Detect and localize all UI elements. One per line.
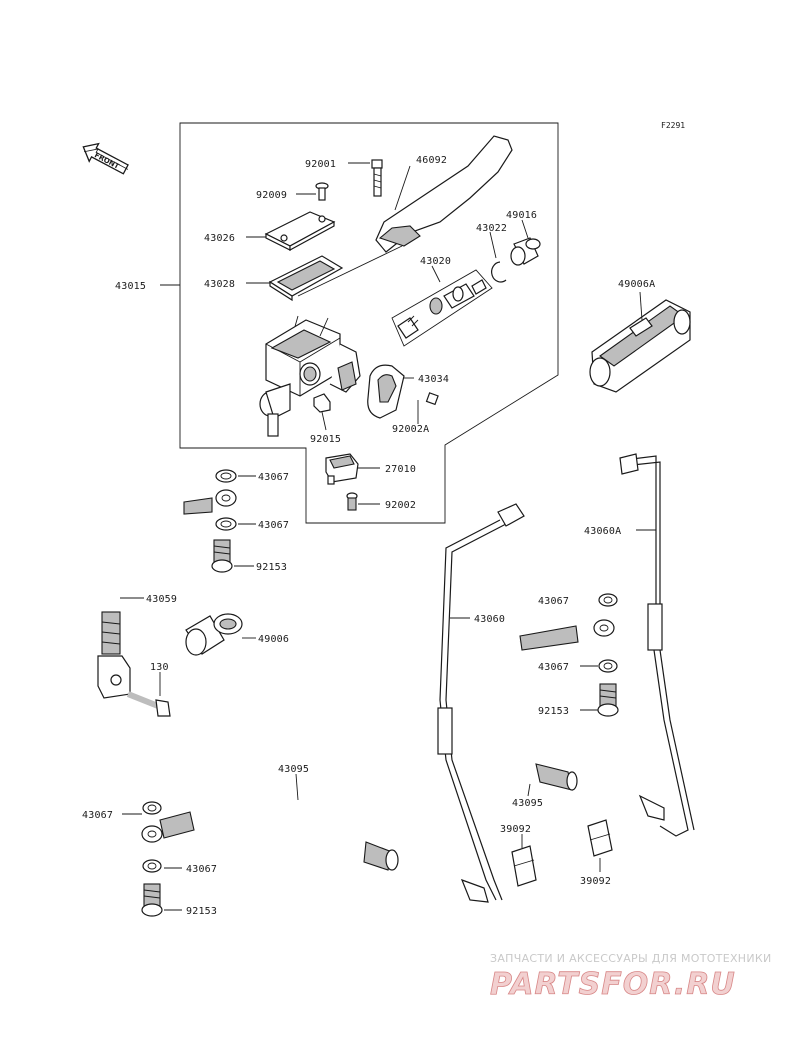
figure-code: F2291 [661, 121, 685, 130]
label-43067-e: 43067 [82, 810, 113, 821]
label-92001: 92001 [305, 159, 336, 170]
label-43028: 43028 [204, 279, 235, 290]
washer-43067-f [142, 859, 162, 873]
label-43022: 43022 [476, 223, 507, 234]
fitting-92015 [313, 393, 331, 413]
label-43060A: 43060A [584, 526, 621, 537]
bolt-130 [126, 691, 171, 717]
label-92153-a: 92153 [256, 562, 287, 573]
washer-43067-e [142, 801, 162, 815]
dust-boot-49016 [510, 237, 541, 266]
bolt-92001 [371, 159, 383, 197]
label-39092-a: 39092 [500, 824, 531, 835]
label-130: 130 [150, 662, 169, 673]
screw-92002 [346, 492, 358, 511]
brake-lever-46092 [375, 135, 513, 253]
brake-hose-43095-b [468, 619, 615, 791]
label-92153-b: 92153 [538, 706, 569, 717]
label-43067-f: 43067 [186, 864, 217, 875]
piston-kit-bracket [391, 269, 493, 347]
master-cylinder-body [259, 317, 361, 437]
washer-43067-a [215, 469, 237, 483]
label-43034: 43034 [418, 374, 449, 385]
bolt-92002A [403, 386, 439, 406]
boot-49006 [185, 613, 243, 656]
label-49006: 49006 [258, 634, 289, 645]
label-27010: 27010 [385, 464, 416, 475]
label-46092: 46092 [416, 155, 447, 166]
washer-43067-b [215, 517, 237, 531]
screw-92009 [315, 182, 329, 201]
front-arrow-icon: FRONT [82, 142, 129, 175]
diaphragm-43028 [268, 255, 344, 302]
label-92002A: 92002A [392, 424, 429, 435]
watermark-tagline: ЗАПЧАСТИ И АКСЕССУАРЫ ДЛЯ МОТОТЕХНИКИ [490, 952, 772, 965]
label-43095-b: 43095 [512, 798, 543, 809]
label-49006A: 49006A [618, 279, 655, 290]
label-43060: 43060 [474, 614, 505, 625]
clamp-holder-43034 [367, 364, 405, 419]
brake-hose-43059 [97, 489, 237, 699]
brake-hose-43095-a [141, 784, 399, 871]
piston-kit-43020 [397, 279, 487, 339]
reservoir-cap-43026 [264, 211, 336, 252]
banjo-bolt-92153-c [141, 883, 163, 917]
label-43020: 43020 [420, 256, 451, 267]
brake-switch-27010 [325, 453, 359, 485]
label-92153-c: 92153 [186, 906, 217, 917]
cover-49006A [589, 299, 691, 393]
assembly-boundary [179, 122, 559, 524]
banjo-bolt-92153-a [211, 539, 233, 573]
label-43095-a: 43095 [278, 764, 309, 775]
washer-43067-d [598, 659, 618, 673]
label-92015: 92015 [310, 434, 341, 445]
washer-43067-c [598, 593, 618, 607]
brake-line-43060 [437, 503, 525, 903]
label-43015: 43015 [115, 281, 146, 292]
banjo-bolt-92153-b [597, 683, 619, 717]
watermark-logo: PARTSFOR.RU [490, 967, 736, 1002]
label-92002: 92002 [385, 500, 416, 511]
label-43067-d: 43067 [538, 662, 569, 673]
label-43067-c: 43067 [538, 596, 569, 607]
clip-39092-b [587, 819, 613, 857]
label-43026: 43026 [204, 233, 235, 244]
brake-line-43060A [619, 453, 695, 837]
label-49016: 49016 [506, 210, 537, 221]
label-43067-b: 43067 [258, 520, 289, 531]
label-43067-a: 43067 [258, 472, 289, 483]
label-43059: 43059 [146, 594, 177, 605]
label-92009: 92009 [256, 190, 287, 201]
label-39092-b: 39092 [580, 876, 611, 887]
circlip-43022 [491, 261, 507, 283]
clip-39092-a [511, 845, 537, 887]
